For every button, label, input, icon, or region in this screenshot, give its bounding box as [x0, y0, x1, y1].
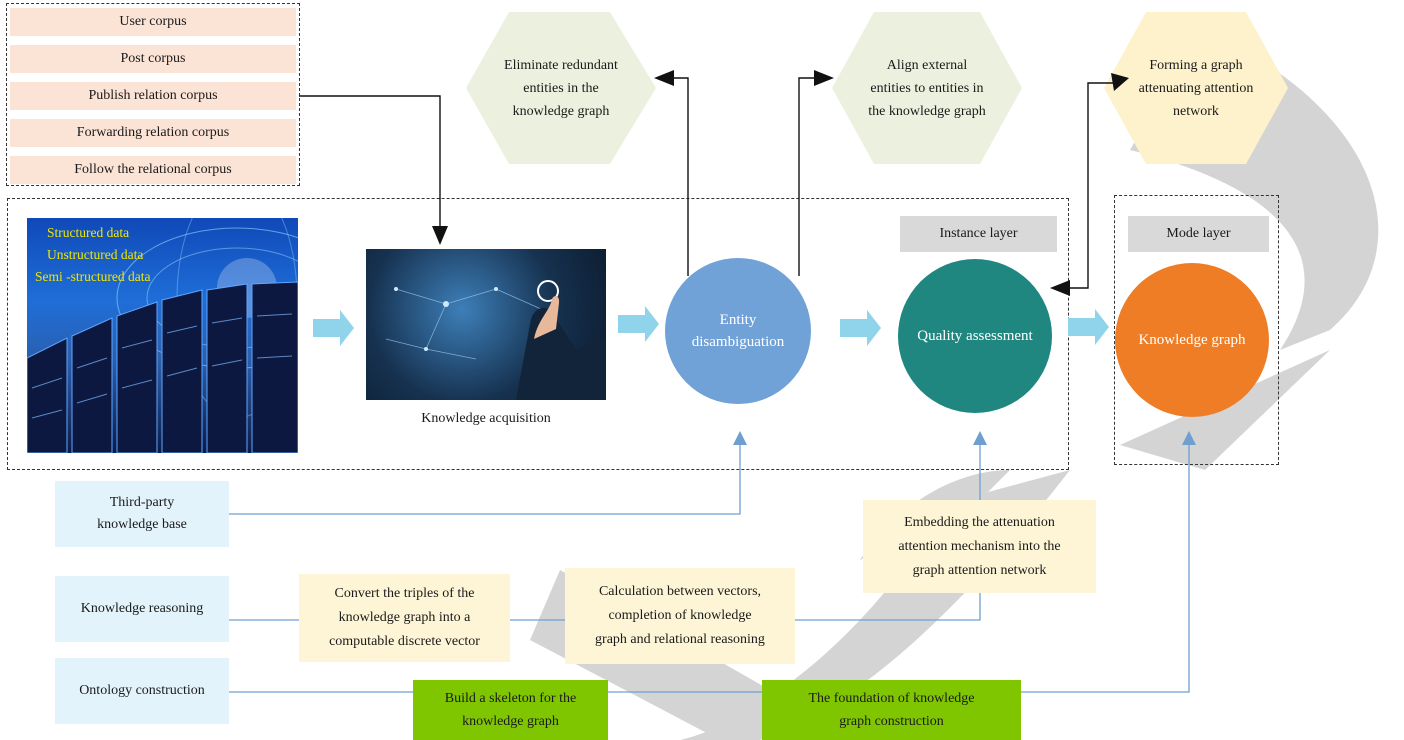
- corpus-group: [6, 3, 300, 186]
- hexagon-align-text: Align external entities to entities in t…: [868, 57, 986, 119]
- entity-disambiguation-node: Entity disambiguation: [665, 258, 811, 404]
- calculation-box: Calculation between vectors, completion …: [565, 568, 795, 664]
- embedding-box: Embedding the attenuation attention mech…: [863, 500, 1096, 593]
- data-type-semi-structured: Semi -structured data: [35, 269, 151, 284]
- corpus-item-post: Post corpus: [10, 45, 296, 73]
- convert-triples-box: Convert the triples of the knowledge gra…: [299, 574, 510, 662]
- foundation-box: The foundation of knowledge graph constr…: [762, 680, 1021, 740]
- data-type-unstructured: Unstructured data: [47, 247, 144, 262]
- hexagon-forming-text: Forming a graph attenuating attention ne…: [1138, 57, 1254, 119]
- knowledge-reasoning: Knowledge reasoning: [55, 576, 229, 642]
- mode-frame: [1114, 195, 1279, 465]
- data-type-structured: Structured data: [47, 225, 130, 240]
- mode-layer-label: Mode layer: [1128, 216, 1269, 252]
- knowledge-graph-node: Knowledge graph: [1115, 263, 1269, 417]
- quality-assessment-node: Quality assessment: [898, 259, 1052, 413]
- build-skeleton-box: Build a skeleton for the knowledge graph: [413, 680, 608, 740]
- corpus-item-follow: Follow the relational corpus: [10, 156, 296, 184]
- touch-interface-photo: [366, 249, 606, 400]
- hexagon-eliminate-text: Eliminate redundant entities in the know…: [504, 57, 618, 119]
- corpus-item-forwarding: Forwarding relation corpus: [10, 119, 296, 147]
- corpus-item-publish: Publish relation corpus: [10, 82, 296, 110]
- server-room-photo: Structured data Unstructured data Semi -…: [27, 218, 298, 453]
- third-party-knowledge-base: Third-party knowledge base: [55, 481, 229, 547]
- ontology-construction: Ontology construction: [55, 658, 229, 724]
- corpus-item-user: User corpus: [10, 8, 296, 36]
- acquisition-caption: Knowledge acquisition: [421, 411, 551, 426]
- instance-layer-label: Instance layer: [900, 216, 1057, 252]
